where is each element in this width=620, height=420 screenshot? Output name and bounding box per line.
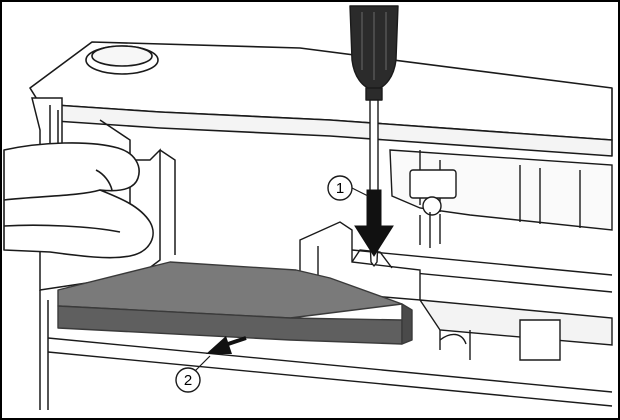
arrow-down-icon: [354, 189, 394, 257]
callout-step-2: 2: [175, 355, 211, 393]
callout-step-1: 1: [327, 175, 369, 201]
hand-icon: [3, 142, 154, 259]
callout-step-2-label: 2: [184, 372, 192, 389]
right-frame: [299, 149, 613, 346]
screwdriver-icon: [349, 5, 399, 267]
lower-base: [47, 319, 613, 407]
removable-component: [57, 261, 413, 345]
upper-housing: [29, 41, 613, 157]
arrow-out-icon: [206, 336, 247, 354]
callout-step-1-label: 1: [336, 180, 344, 197]
